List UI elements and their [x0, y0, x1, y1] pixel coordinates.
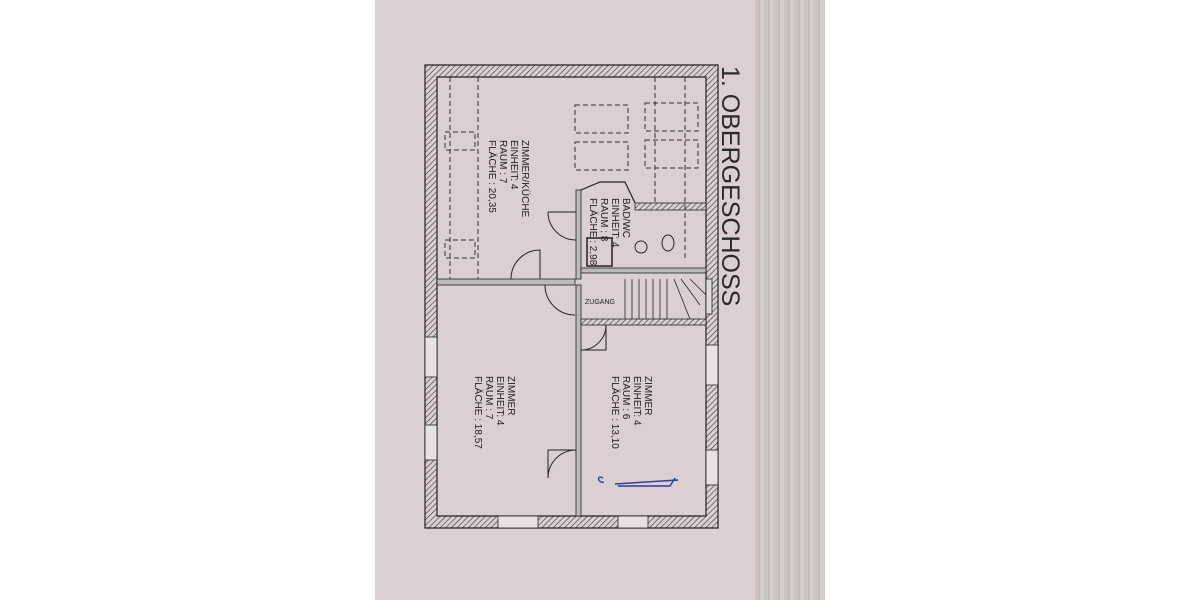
room-number: RAUM : 6	[620, 376, 631, 420]
room-label-zimmer-7: ZIMMER EINHEIT: 4 RAUM : 7 FLÄCHE : 18,5…	[472, 376, 516, 449]
room-unit: EINHEIT: 4	[494, 376, 505, 426]
room-label-zimmer-6: ZIMMER EINHEIT: 4 RAUM : 6 FLÄCHE : 13,1…	[609, 376, 653, 449]
room-number: RAUM : 8	[598, 198, 609, 242]
room-unit: EINHEIT: 4	[609, 198, 620, 248]
room-name: BAD/WC	[620, 198, 631, 238]
room-area: FLÄCHE : 2,98	[587, 198, 599, 266]
room-area: FLÄCHE : 20,35	[486, 140, 498, 213]
sink-icon	[634, 240, 648, 254]
room-area: FLÄCHE : 18,57	[472, 376, 484, 449]
wall-bath	[575, 189, 582, 280]
room-label-bad-wc: BAD/WC EINHEIT: 4 RAUM : 8 FLÄCHE : 2,98	[587, 198, 631, 266]
wall-vertical	[575, 284, 582, 517]
floor-title: 1. OBERGESCHOSS	[716, 66, 744, 306]
doors	[510, 211, 607, 479]
room-unit: EINHEIT: 4	[508, 140, 519, 190]
windows	[424, 336, 719, 529]
shower	[586, 237, 613, 267]
room-area: FLÄCHE : 13,10	[609, 376, 621, 449]
wall-bath-top	[634, 202, 707, 211]
chimney	[580, 181, 636, 204]
room-number: RAUM : 7	[483, 376, 494, 420]
paper-sheet	[375, 0, 825, 600]
room-unit: EINHEIT: 4	[631, 376, 642, 426]
room-name: ZIMMER	[642, 376, 653, 415]
zugang-label: ZUGANG	[585, 299, 615, 306]
wall-horizontal	[436, 278, 576, 286]
room-name: ZIMMER	[505, 376, 516, 415]
skylights	[444, 77, 699, 279]
room-name: ZIMMER/KÜCHE	[519, 140, 531, 218]
pen-annotation	[597, 476, 679, 487]
wall-bath-bottom	[580, 267, 707, 274]
room-label-zimmer-kueche: ZIMMER/KÜCHE EINHEIT: 4 RAUM : 7 FLÄCHE …	[486, 140, 531, 218]
room-number: RAUM : 7	[497, 140, 508, 184]
outer-wall	[424, 64, 719, 529]
scan-strip	[755, 0, 825, 600]
toilet-icon	[661, 234, 675, 252]
wall-stair	[580, 318, 707, 326]
staircase	[624, 278, 713, 320]
